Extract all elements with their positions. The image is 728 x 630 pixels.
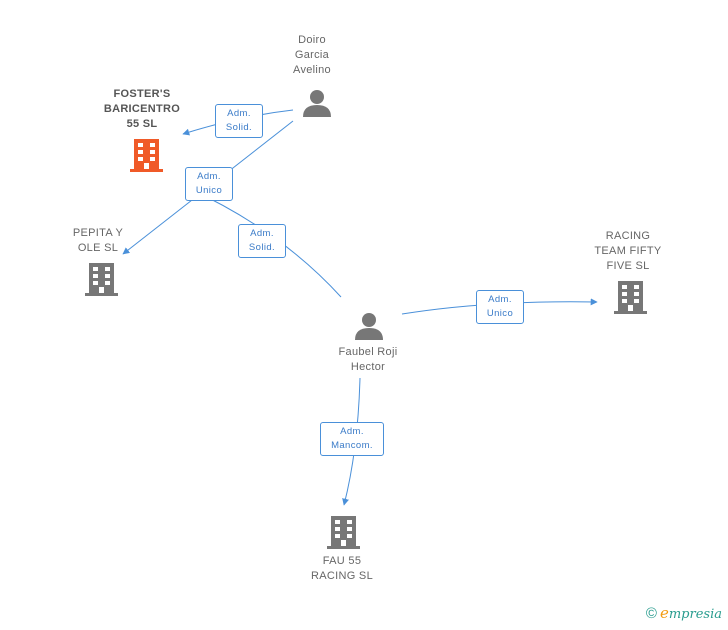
node-label-pepita[interactable]: PEPITA Y OLE SL — [72, 227, 124, 254]
building-icon[interactable] — [130, 137, 163, 173]
edge-label-doiro-pepita[interactable]: Adm. Unico — [185, 167, 233, 201]
edge-label-doiro-fosters[interactable]: Adm. Solid. — [215, 104, 263, 138]
copyright-symbol: © — [645, 604, 657, 622]
person-icon[interactable] — [302, 88, 332, 118]
edge-label-faubel-fau[interactable]: Adm. Mancom. — [320, 422, 384, 456]
edge-label-faubel-solid[interactable]: Adm. Solid. — [238, 224, 286, 258]
node-label-racing-fifty[interactable]: RACING TEAM FIFTY FIVE SL — [594, 230, 662, 272]
brand-logo: empresia — [660, 604, 722, 622]
node-label-fosters[interactable]: FOSTER'S BARICENTRO 55 SL — [103, 88, 181, 130]
brand-initial: e — [659, 604, 669, 622]
edge-label-faubel-racing[interactable]: Adm. Unico — [476, 290, 524, 324]
building-icon[interactable] — [327, 514, 360, 550]
building-icon[interactable] — [614, 279, 647, 315]
brand-name: mpresia — [668, 607, 722, 622]
node-label-fau55[interactable]: FAU 55 RACING SL — [311, 555, 373, 582]
node-label-doiro[interactable]: Doiro Garcia Avelino — [293, 34, 331, 76]
building-icon[interactable] — [85, 261, 118, 297]
node-label-faubel[interactable]: Faubel Roji Hector — [338, 346, 398, 373]
brand-footer: © empresia — [646, 604, 722, 622]
person-icon[interactable] — [354, 311, 384, 341]
